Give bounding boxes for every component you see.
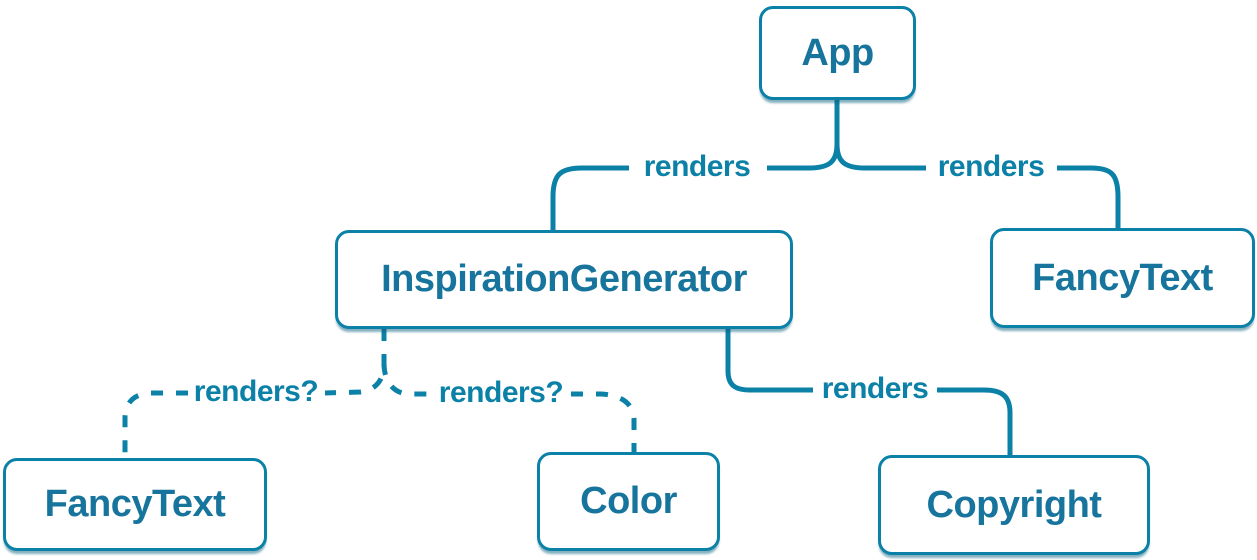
node-inspiration-generator: InspirationGenerator xyxy=(335,230,793,329)
edge-inspirationgenerator-copyright xyxy=(725,328,1013,456)
edge-label-renders-copyright: renders xyxy=(821,372,929,405)
edge-app-fancytext xyxy=(834,99,1121,229)
edge-label-renders-maybe-left: renders? xyxy=(193,375,319,408)
node-copyright: Copyright xyxy=(878,455,1150,555)
edge-label-renders-maybe-right: renders? xyxy=(438,376,564,409)
node-fancy-text-top: FancyText xyxy=(990,228,1255,328)
node-app-label: App xyxy=(801,31,874,74)
edge-inspirationgenerator-color-dashed xyxy=(381,362,637,453)
node-fancy-text-top-label: FancyText xyxy=(1032,256,1213,299)
node-app: App xyxy=(759,6,916,100)
node-color-label: Color xyxy=(580,480,677,522)
node-fancy-text-bottom: FancyText xyxy=(3,458,267,551)
edge-label-renders-app-left: renders xyxy=(643,150,751,183)
edge-label-renders-app-right: renders xyxy=(937,150,1045,183)
node-inspiration-generator-label: InspirationGenerator xyxy=(381,258,747,300)
node-color: Color xyxy=(537,452,720,551)
node-fancy-text-bottom-label: FancyText xyxy=(44,483,226,525)
node-copyright-label: Copyright xyxy=(926,483,1102,526)
